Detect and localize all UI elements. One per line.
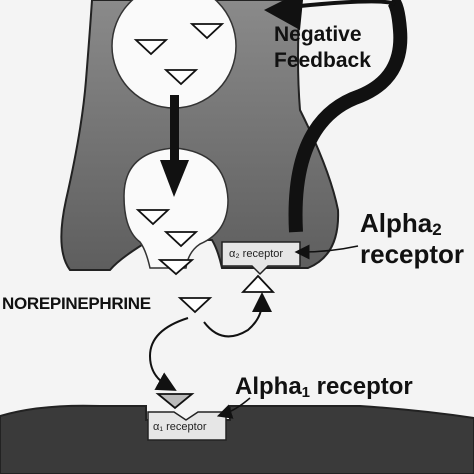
release-arrow-shaft [170, 95, 179, 165]
postsynaptic-neuron [0, 404, 474, 474]
ne-molecule-icon [135, 209, 171, 226]
alpha2-label: Alpha2 receptor [360, 208, 465, 269]
alpha1-label: Alpha1 receptor [235, 374, 413, 401]
ne-molecule-icon [189, 23, 225, 40]
alpha1-suffix: receptor [310, 373, 413, 400]
alpha2-prefix: Alpha [360, 208, 433, 238]
ne-molecule-icon [157, 259, 195, 276]
alpha1-prefix: Alpha [235, 373, 302, 400]
ne-molecule-icon [240, 274, 276, 293]
alpha2-line2: receptor [360, 238, 465, 269]
feedback-arrow-tail [299, 0, 396, 8]
alpha2-sub: 2 [432, 220, 442, 239]
ne-molecule-icon [177, 297, 213, 314]
alpha1-sub: 1 [301, 384, 311, 401]
norepinephrine-label: NOREPINEPHRINE [2, 294, 151, 313]
alpha1-receptor-tag: α₁ receptor [153, 421, 207, 433]
ne-molecule-icon [163, 69, 199, 86]
feedback-arrowhead [264, 0, 303, 30]
negative-feedback-label: Negative Feedback [274, 23, 371, 73]
alpha2-receptor-tag: α₂ receptor [229, 248, 284, 260]
label-pointer [294, 244, 359, 260]
negative-feedback-line2: Feedback [274, 49, 371, 73]
label-pointer [216, 397, 251, 419]
negative-feedback-line1: Negative [274, 23, 362, 46]
ne-molecule-icon [133, 39, 169, 56]
curved-arrow [148, 317, 189, 391]
ne-molecule-icon [163, 231, 199, 248]
curved-arrow [203, 292, 272, 338]
alpha1-receptor [147, 411, 227, 441]
feedback-arrow [288, 0, 408, 233]
ne-molecule-icon [155, 393, 195, 410]
release-arrow-head [160, 160, 189, 197]
